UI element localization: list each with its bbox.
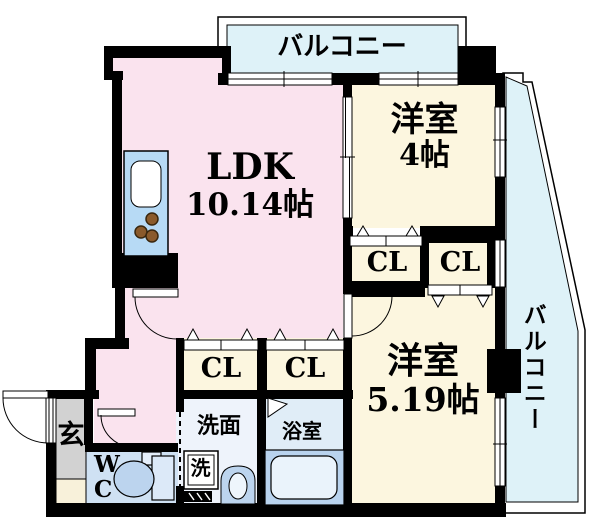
room4-size: 4帖	[399, 138, 450, 174]
pillar	[487, 349, 521, 393]
room5-size: 5.19帖	[366, 379, 480, 419]
closet1-door	[349, 225, 423, 247]
ldk-label: LDK 10.14帖	[155, 146, 345, 223]
washing-machine	[183, 450, 219, 490]
closet4-label: CL	[284, 353, 326, 384]
room5-name: 洋室	[386, 340, 459, 382]
closet2-label: CL	[439, 247, 481, 278]
room4-label: 洋室 4帖	[352, 100, 497, 174]
walls	[46, 46, 521, 517]
bathroom-label: 浴室	[282, 419, 322, 443]
closet2-door	[427, 284, 493, 309]
room5-door	[343, 293, 393, 339]
shoe-cabinet	[55, 478, 87, 506]
closet3-label: CL	[200, 353, 242, 384]
closet3-door	[183, 327, 259, 351]
closet4-door	[265, 327, 345, 351]
windows	[227, 71, 507, 487]
room4-sliding-door	[340, 96, 355, 219]
kitchen-unit	[123, 150, 169, 257]
room5-floor	[343, 285, 496, 505]
window-room5-balcony	[493, 397, 507, 487]
vent-step	[183, 491, 212, 502]
entrance-label: 玄	[57, 420, 85, 451]
burner	[134, 225, 148, 239]
balcony-right-label: バルコニー	[519, 303, 547, 433]
ldk-door	[132, 288, 179, 340]
doors	[2, 96, 393, 448]
closet1-floor	[343, 240, 425, 287]
burner	[145, 212, 159, 226]
washroom-label: 洗面	[196, 413, 241, 439]
ldk-size: 10.14帖	[185, 186, 315, 223]
balcony-right	[502, 72, 586, 514]
kitchen-sink	[130, 160, 162, 208]
toilet-icon	[113, 451, 175, 501]
bathtub-icon	[264, 449, 345, 506]
ldk-name: LDK	[206, 146, 294, 188]
closet2-floor	[424, 240, 496, 287]
wc-line2: C	[94, 476, 113, 504]
wc-label: W C	[90, 451, 120, 504]
window-room4-balcony-top	[378, 71, 459, 87]
wc-door	[97, 408, 136, 448]
window-closet-right	[494, 239, 506, 288]
closet1-label: CL	[366, 247, 408, 278]
washbasin-icon	[220, 465, 256, 505]
washer-label: 洗	[190, 456, 211, 480]
balcony-top	[217, 16, 467, 76]
burner	[145, 229, 159, 243]
window-room4-balcony-right	[493, 106, 507, 178]
room5-label: 洋室 5.19帖	[347, 340, 499, 419]
bathroom-door	[267, 397, 289, 418]
room4-floor	[343, 73, 496, 228]
window-ldk-balcony	[227, 71, 333, 87]
wc-line1: W	[94, 451, 120, 478]
room4-name: 洋室	[390, 100, 459, 140]
balcony-top-label: バルコニー	[277, 32, 407, 62]
closet-doors	[183, 225, 493, 351]
entry-door	[2, 390, 57, 444]
